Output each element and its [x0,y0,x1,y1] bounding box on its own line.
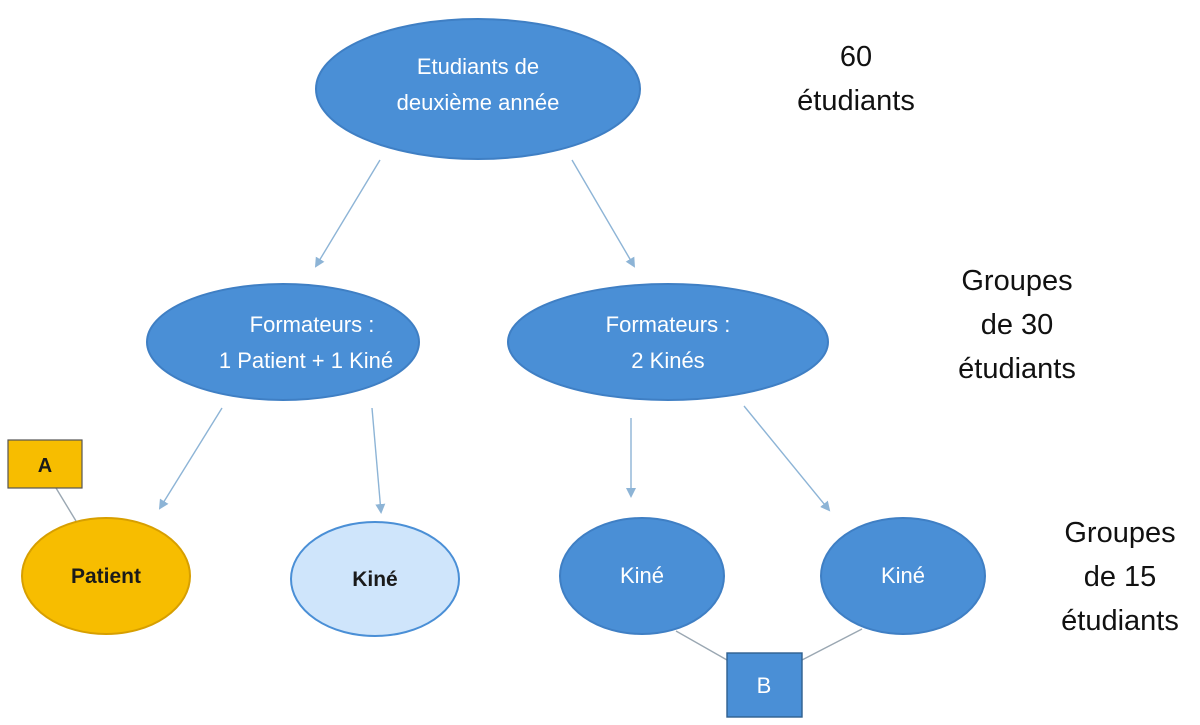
node-leaf-kine-light-label: Kiné [352,568,398,591]
node-root-line1: Etudiants de [417,54,539,79]
connector-a-to-patient [55,487,77,522]
node-leaf-kine-2-label: Kiné [881,563,925,588]
node-leaf-patient-label: Patient [71,565,141,588]
side-label-level2: Groupes de 30 étudiants [958,265,1076,385]
node-formateurs-left: Formateurs : 1 Patient + 1 Kiné [146,283,420,401]
node-root: Etudiants de deuxième année [315,18,641,160]
side-label-level3-line2: de 15 [1084,561,1157,593]
node-formateurs-right: Formateurs : 2 Kinés [507,283,829,401]
node-leaf-kine-light: Kiné [290,521,460,637]
side-label-level2-line1: Groupes [961,265,1072,297]
connector-kine-1-to-b [675,630,728,661]
connector-kine-2-to-b [801,628,863,661]
side-label-level3-line3: étudiants [1061,605,1179,637]
side-label-level1: 60 étudiants [797,41,915,117]
node-formateurs-left-line1: Formateurs : [250,312,375,337]
box-b-label: B [757,673,772,698]
side-label-level1-line2: étudiants [797,85,915,117]
node-root-line2: deuxième année [397,90,560,115]
side-label-level2-line2: de 30 [981,309,1054,341]
box-b: B [726,652,803,718]
node-formateurs-right-line2: 2 Kinés [631,348,704,373]
side-label-level2-line3: étudiants [958,353,1076,385]
node-leaf-kine-1: Kiné [559,517,725,635]
arrow-root-to-left [314,159,381,268]
box-a: A [7,439,83,489]
arrow-right-to-kine-2 [743,405,831,512]
side-label-level3-line1: Groupes [1064,517,1175,549]
box-a-label: A [38,455,52,477]
arrow-left-to-patient [158,407,223,510]
node-leaf-patient: Patient [21,517,191,635]
node-formateurs-right-line1: Formateurs : [606,312,731,337]
node-leaf-kine-1-label: Kiné [620,563,664,588]
side-label-level3: Groupes de 15 étudiants [1061,517,1179,637]
arrow-left-to-kine-light [371,407,386,514]
arrow-root-to-right [571,159,636,268]
node-leaf-kine-2: Kiné [820,517,986,635]
node-formateurs-left-line2: 1 Patient + 1 Kiné [219,348,393,373]
side-label-level1-line1: 60 [840,41,872,73]
